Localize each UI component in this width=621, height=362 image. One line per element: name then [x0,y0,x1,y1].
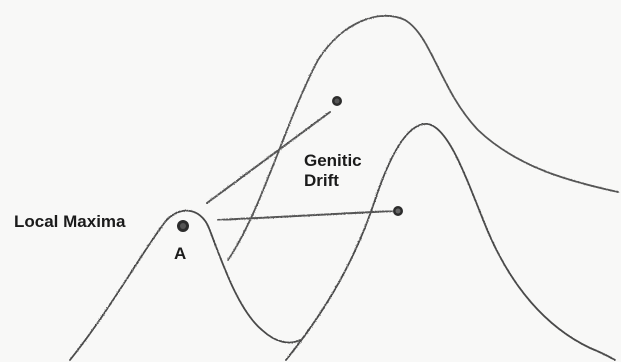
right-peak-target-dot [393,206,403,216]
genetic-drift-label-line1: Genitic [304,151,362,170]
point-a-dot [177,220,189,232]
genetic-drift-label: Genitic Drift [304,151,362,192]
local-maximum-hill-curve [69,209,301,361]
right-hill-curve [285,123,616,361]
drift-line-to-tall-peak [206,111,331,204]
local-maxima-label: Local Maxima [14,212,126,231]
point-a-label: A [174,244,187,263]
tall-peak-target-dot [332,96,342,106]
drift-line-to-right-peak [217,210,393,221]
genetic-drift-label-line2: Drift [304,171,339,191]
tall-hill-curve [227,15,619,261]
